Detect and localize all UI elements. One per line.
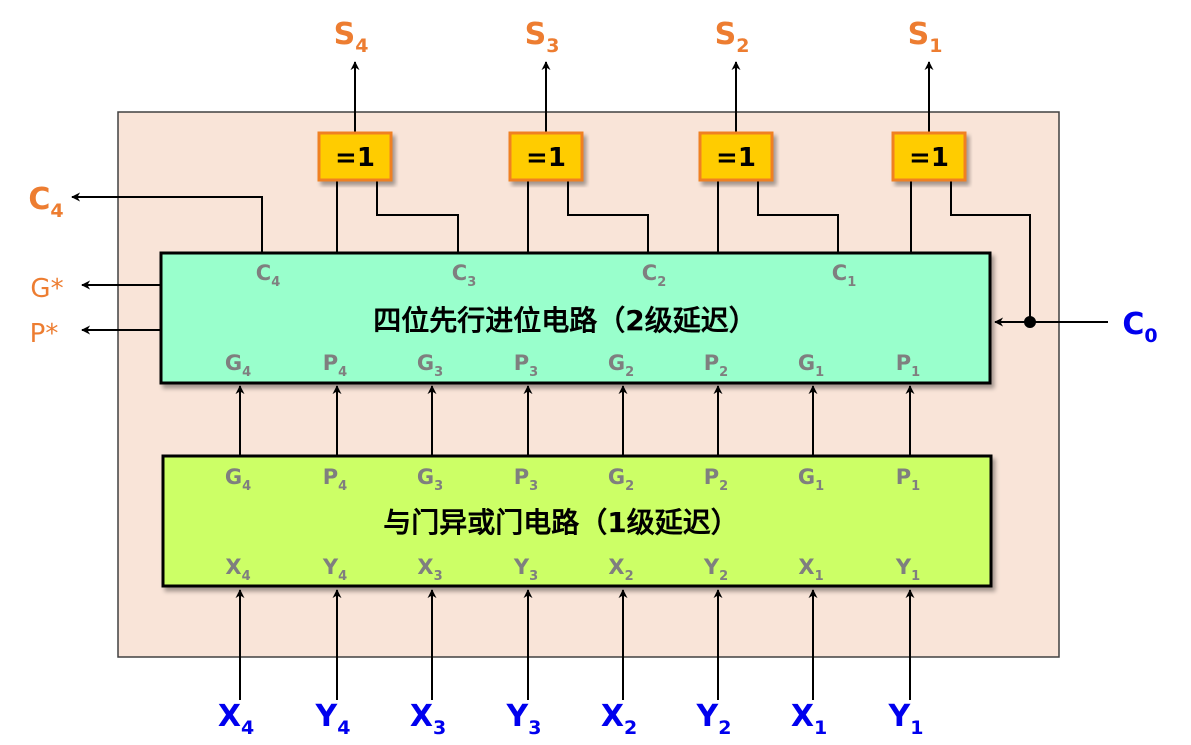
cla-in-pin-g2: G2 bbox=[608, 351, 634, 380]
xor-gate-2 bbox=[698, 131, 774, 182]
carry-out-label-c4: C4 bbox=[28, 182, 63, 222]
xor-gate-label: =1 bbox=[716, 143, 756, 173]
gate-box-out-pin-g1: G1 bbox=[798, 465, 824, 494]
gate-box-out-pin-p3: P3 bbox=[514, 465, 538, 494]
input-label-y1: Y1 bbox=[888, 699, 924, 739]
cla-in-pin-p3: P3 bbox=[514, 351, 538, 380]
gate-box-in-pin-y4: Y4 bbox=[322, 555, 347, 584]
cla-in-pin-p1: P1 bbox=[896, 351, 920, 380]
cla-box-title: 四位先行进位电路（2级延迟） bbox=[373, 304, 756, 337]
gate-box-in-pin-y1: Y1 bbox=[895, 555, 920, 584]
group-generate-label: G* bbox=[30, 274, 63, 304]
carry-wire-c3 bbox=[376, 180, 459, 253]
xor-gate-label: =1 bbox=[526, 143, 566, 173]
carry-wire-c1 bbox=[757, 180, 839, 253]
gate-box-title: 与门异或门电路（1级延迟） bbox=[383, 506, 738, 539]
cla-out-pin-c2: C2 bbox=[642, 261, 666, 290]
carry-wire-c2 bbox=[567, 180, 649, 253]
gate-box-in-pin-y2: Y2 bbox=[703, 555, 728, 584]
carry-out-wire-c4 bbox=[71, 192, 263, 253]
cla-out-pin-c1: C1 bbox=[832, 261, 856, 290]
xor-gate-3 bbox=[508, 131, 584, 182]
cla-box bbox=[159, 251, 992, 385]
sum-output-label-3: S3 bbox=[525, 17, 560, 57]
gate-box-out-pin-g2: G2 bbox=[608, 465, 634, 494]
gate-box-in-pin-x3: X3 bbox=[417, 555, 442, 584]
input-label-x2: X2 bbox=[601, 699, 637, 739]
gate-box-out-pin-p2: P2 bbox=[704, 465, 728, 494]
gate-box-in-pin-x4: X4 bbox=[225, 555, 250, 584]
cla-in-pin-p4: P4 bbox=[323, 351, 347, 380]
input-label-x3: X3 bbox=[410, 699, 446, 739]
carry-in-label-c0: C0 bbox=[1122, 307, 1157, 347]
input-label-x1: X1 bbox=[791, 699, 827, 739]
cla-in-pin-g1: G1 bbox=[798, 351, 824, 380]
cla-out-pin-c3: C3 bbox=[452, 261, 476, 290]
gate-box-out-pin-g3: G3 bbox=[417, 465, 443, 494]
wire-group bbox=[71, 61, 1108, 700]
gate-box-out-pin-p1: P1 bbox=[896, 465, 920, 494]
gate-box-in-pin-x2: X2 bbox=[608, 555, 633, 584]
gate-box-in-pin-x1: X1 bbox=[798, 555, 823, 584]
gate-box-in-pin-y3: Y3 bbox=[513, 555, 538, 584]
carry-wire-c0-to-xor bbox=[950, 180, 1031, 322]
junction-dot bbox=[1024, 316, 1036, 328]
cla-in-pin-g4: G4 bbox=[225, 351, 251, 380]
sum-output-label-4: S4 bbox=[334, 17, 369, 57]
gate-box bbox=[161, 454, 993, 588]
gate-box-out-pin-p4: P4 bbox=[323, 465, 347, 494]
xor-gate-label: =1 bbox=[909, 143, 949, 173]
input-label-y2: Y2 bbox=[696, 699, 732, 739]
cla-out-pin-c4: C4 bbox=[256, 261, 280, 290]
xor-gate-1 bbox=[891, 131, 967, 182]
gate-box-out-pin-g4: G4 bbox=[225, 465, 251, 494]
sum-output-label-2: S2 bbox=[715, 17, 750, 57]
cla-in-pin-p2: P2 bbox=[704, 351, 728, 380]
xor-gate-group: =1 =1 =1 =1 bbox=[317, 131, 967, 182]
input-label-x4: X4 bbox=[218, 699, 254, 739]
sum-output-label-1: S1 bbox=[908, 17, 943, 57]
group-propagate-label: P* bbox=[30, 319, 59, 349]
input-label-y3: Y3 bbox=[506, 699, 542, 739]
cla-in-pin-g3: G3 bbox=[417, 351, 443, 380]
input-label-y4: Y4 bbox=[315, 699, 351, 739]
xor-gate-4 bbox=[317, 131, 393, 182]
xor-gate-label: =1 bbox=[335, 143, 375, 173]
